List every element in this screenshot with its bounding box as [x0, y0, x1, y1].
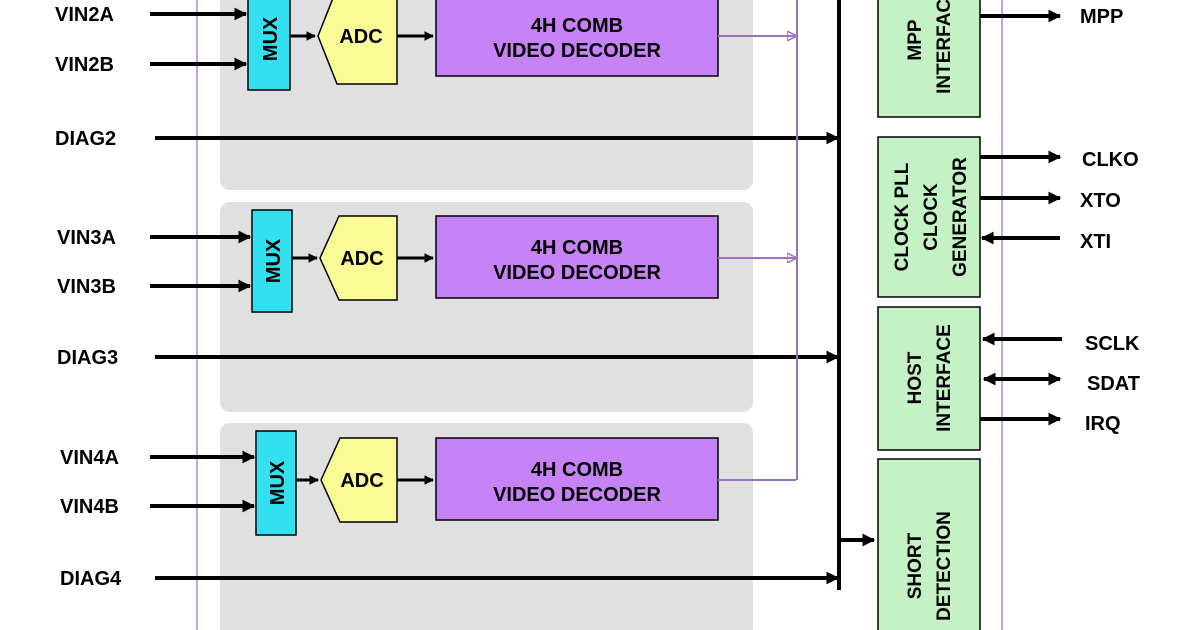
- vin4b-label: VIN4B: [60, 496, 119, 518]
- adc-2-label: ADC: [339, 26, 382, 48]
- host-block-line2: INTERFACE: [934, 324, 955, 432]
- clock-generator-block: [877, 136, 981, 298]
- xti-pin-label: XTI: [1080, 231, 1111, 253]
- mux-2-label: MUX: [260, 16, 282, 61]
- irq-pin-label: IRQ: [1085, 413, 1121, 435]
- mpp-interface-block: [877, 0, 981, 118]
- decoder-2: [435, 0, 719, 77]
- decoder-4-line1: 4H COMB: [531, 459, 623, 481]
- adc-4-label: ADC: [340, 470, 383, 492]
- mux-2: [247, 0, 291, 91]
- mux-4-label: MUX: [267, 460, 289, 505]
- clko-pin-label: CLKO: [1082, 149, 1139, 171]
- diag2-label: DIAG2: [55, 128, 116, 150]
- mpp-block-line2: INTERFACE: [934, 0, 955, 94]
- sclk-pin-label: SCLK: [1085, 333, 1140, 355]
- vin4a-label: VIN4A: [60, 447, 119, 469]
- mux-3-label: MUX: [263, 238, 285, 283]
- chip-border: [196, 0, 1003, 630]
- short-block-line1: SHORT: [905, 532, 926, 599]
- decoder-3: [435, 215, 719, 299]
- mpp-pin-label: MPP: [1080, 6, 1123, 28]
- mpp-block-line1: MPP: [905, 19, 926, 61]
- vin2b-label: VIN2B: [55, 54, 114, 76]
- vin3b-label: VIN3B: [57, 276, 116, 298]
- clock-block-line1: CLOCK PLL: [892, 162, 913, 271]
- adc-3-label: ADC: [340, 248, 383, 270]
- decoder-2-line2: VIDEO DECODER: [493, 40, 661, 62]
- vin3a-label: VIN3A: [57, 227, 116, 249]
- mux-3: [251, 209, 293, 313]
- vin2a-label: VIN2A: [55, 4, 114, 26]
- diag3-label: DIAG3: [57, 347, 118, 369]
- host-block-line1: HOST: [905, 351, 926, 404]
- decoder-4: [435, 437, 719, 521]
- host-interface-block: [877, 306, 981, 451]
- mux-4: [255, 430, 297, 536]
- clock-block-line2: CLOCK: [921, 183, 942, 251]
- decoder-3-line2: VIDEO DECODER: [493, 262, 661, 284]
- clock-block-line3: GENERATOR: [950, 157, 971, 277]
- decoder-4-line2: VIDEO DECODER: [493, 484, 661, 506]
- diag4-label: DIAG4: [60, 568, 122, 590]
- sdat-pin-label: SDAT: [1087, 373, 1140, 395]
- decoder-2-line1: 4H COMB: [531, 15, 623, 37]
- short-block-line2: DETECTION: [934, 511, 955, 621]
- short-detection-block: [877, 458, 981, 630]
- decoder-3-line1: 4H COMB: [531, 237, 623, 259]
- xto-pin-label: XTO: [1080, 190, 1121, 212]
